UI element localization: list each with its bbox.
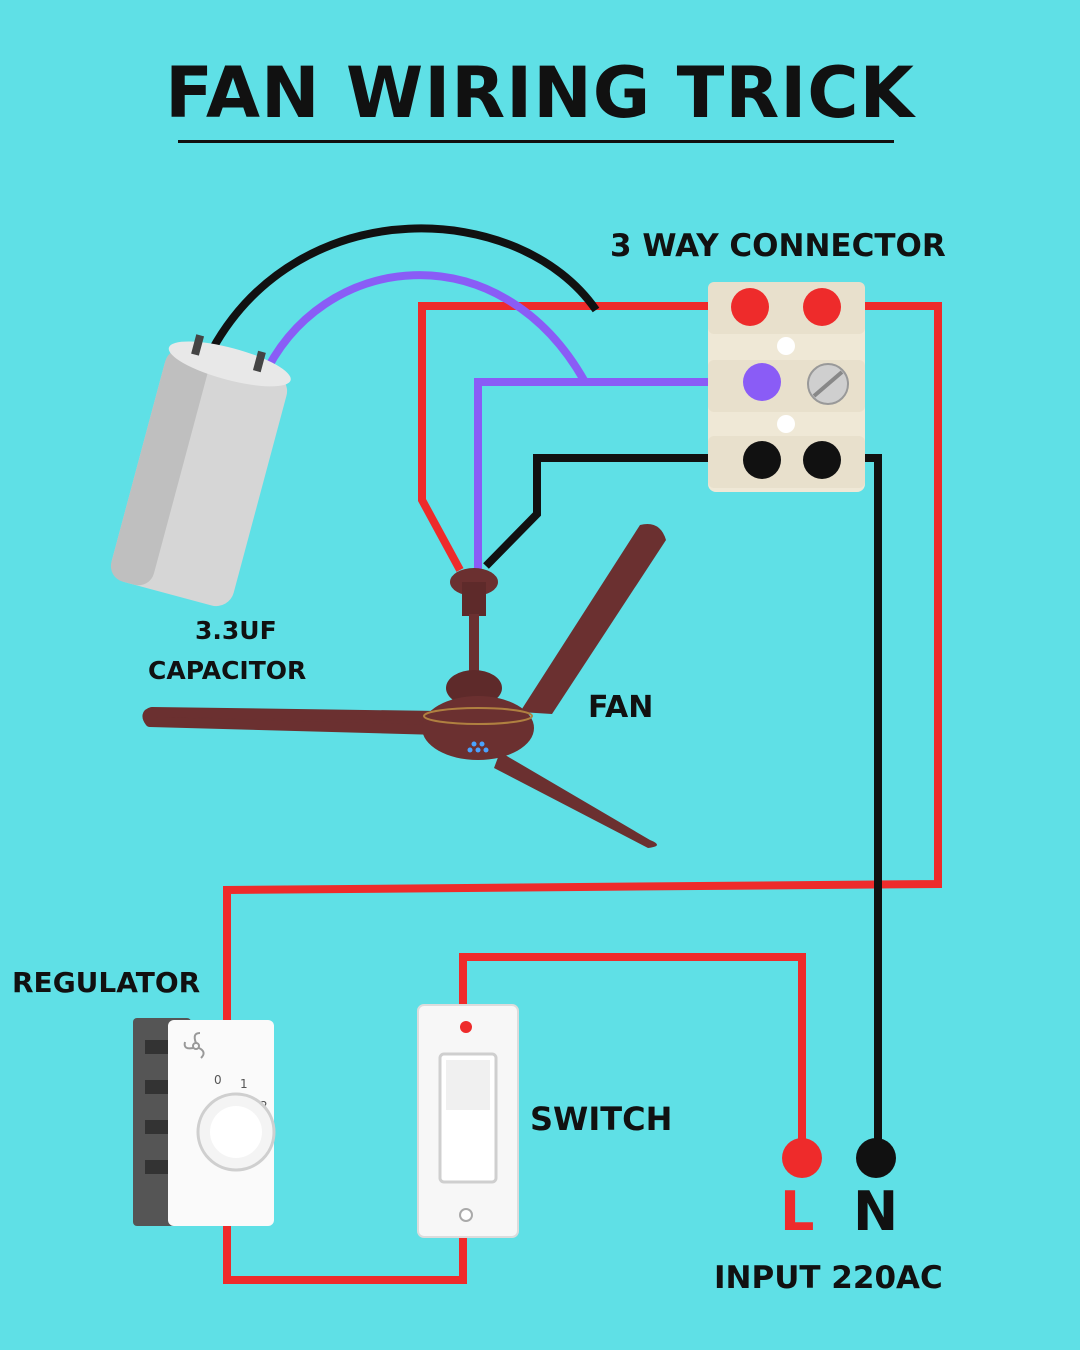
live-wire-switch-to-input: [459, 953, 806, 1150]
neutral-wire: [822, 454, 882, 1150]
regulator-icon: 0 1 2: [133, 1018, 276, 1226]
live-wire-regulator-to-switch: [223, 1210, 467, 1284]
live-wire-connector-to-regulator: [223, 302, 942, 1030]
regulator-label: REGULATOR: [12, 966, 201, 999]
dial-mark-1: 1: [240, 1077, 248, 1091]
purple-wires: [258, 271, 760, 570]
live-label: L: [780, 1180, 815, 1243]
page-title: FAN WIRING TRICK: [165, 52, 915, 134]
switch-label: SWITCH: [530, 1100, 673, 1138]
title-underline: [178, 140, 894, 143]
terminal-block-icon: [708, 282, 865, 492]
fan-wire-black: [483, 454, 762, 569]
capacitor-label: CAPACITOR: [148, 656, 307, 685]
capacitor-icon: [110, 334, 291, 607]
red-wires: [223, 302, 942, 1284]
fan-symbol-icon: [183, 1032, 205, 1059]
capacitor-value-label: 3.3UF: [195, 616, 277, 645]
neutral-label: N: [853, 1180, 899, 1243]
fan-label: FAN: [588, 690, 654, 725]
capacitor-wire-black: [208, 224, 600, 352]
switch-icon: [417, 1004, 519, 1238]
neutral-terminal: [856, 1138, 896, 1178]
live-terminal: [782, 1138, 822, 1178]
input-label: INPUT 220AC: [714, 1260, 943, 1296]
ceiling-fan-icon: [142, 524, 666, 848]
fan-wire-purple: [474, 378, 760, 570]
connector-label: 3 WAY CONNECTOR: [610, 228, 946, 264]
live-wire-connector-to-fan: [418, 302, 730, 572]
capacitor-wire-purple: [258, 271, 589, 384]
dial-mark-0: 0: [214, 1073, 222, 1087]
